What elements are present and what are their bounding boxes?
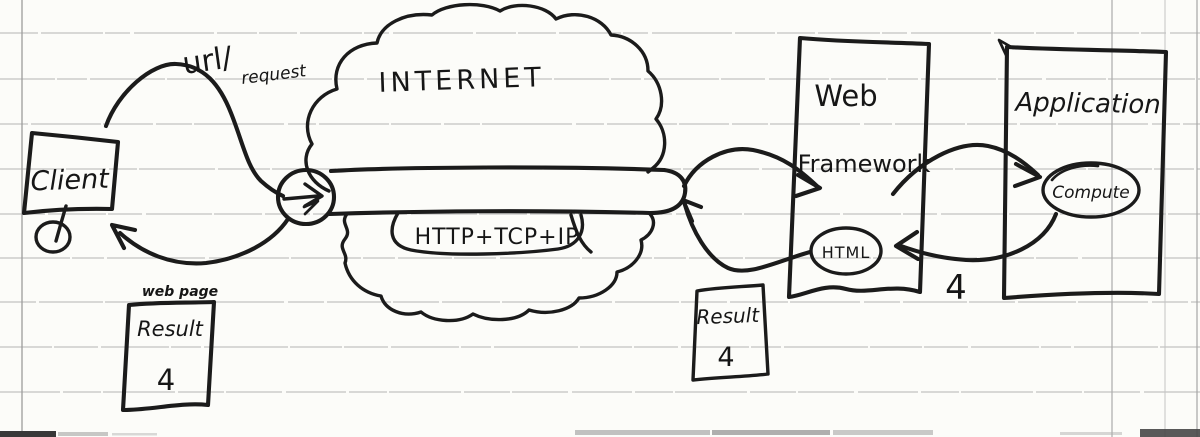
- internet-cloud: [304, 2, 667, 193]
- arrow-framework-to-application: [890, 142, 1043, 197]
- result-note-middle-title: Result: [696, 303, 761, 329]
- result-note-middle: [691, 283, 770, 382]
- result-note-left-value: 4: [157, 363, 175, 397]
- arrow-compute-to-html: [893, 211, 1059, 263]
- web-framework-label-line2: Framework: [798, 150, 931, 178]
- request-curve: [103, 61, 286, 199]
- request-edge-label: url/: [180, 40, 235, 82]
- protocol-bubble: [390, 211, 593, 256]
- client-label: Client: [30, 164, 111, 198]
- client-box: [21, 130, 121, 216]
- web-framework-box: [786, 35, 932, 300]
- step-number-label: 4: [945, 268, 967, 308]
- web-framework-label-line1: Web: [814, 79, 877, 113]
- internet-pipe: [327, 165, 688, 217]
- compute-label: Compute: [1052, 183, 1130, 203]
- result-note-left: [120, 299, 217, 413]
- html-label: HTML: [822, 243, 871, 262]
- request-edge-sublabel: request: [240, 61, 308, 89]
- result-note-left-title: Result: [137, 317, 204, 341]
- pipe-entry-arrow-icon: [275, 167, 337, 227]
- response-arrow-to-pipe: [680, 197, 813, 273]
- html-badge: [809, 226, 883, 276]
- internet-label: INTERNET: [378, 62, 545, 99]
- protocol-label: HTTP+TCP+IP: [415, 225, 580, 250]
- result-note-middle-value: 4: [717, 342, 734, 373]
- application-box: [1001, 44, 1169, 301]
- compute-badge: [1041, 161, 1141, 219]
- web-page-caption: web page: [142, 284, 218, 300]
- response-arrow-to-client: [109, 216, 291, 266]
- application-box-corner-tick: [997, 38, 1015, 57]
- mouse-icon: [34, 204, 72, 254]
- request-arrow-to-framework: [681, 147, 823, 199]
- page-bottom-edge: [0, 429, 1200, 437]
- application-label: Application: [1013, 88, 1161, 121]
- internet-cloud-lower: [340, 212, 656, 323]
